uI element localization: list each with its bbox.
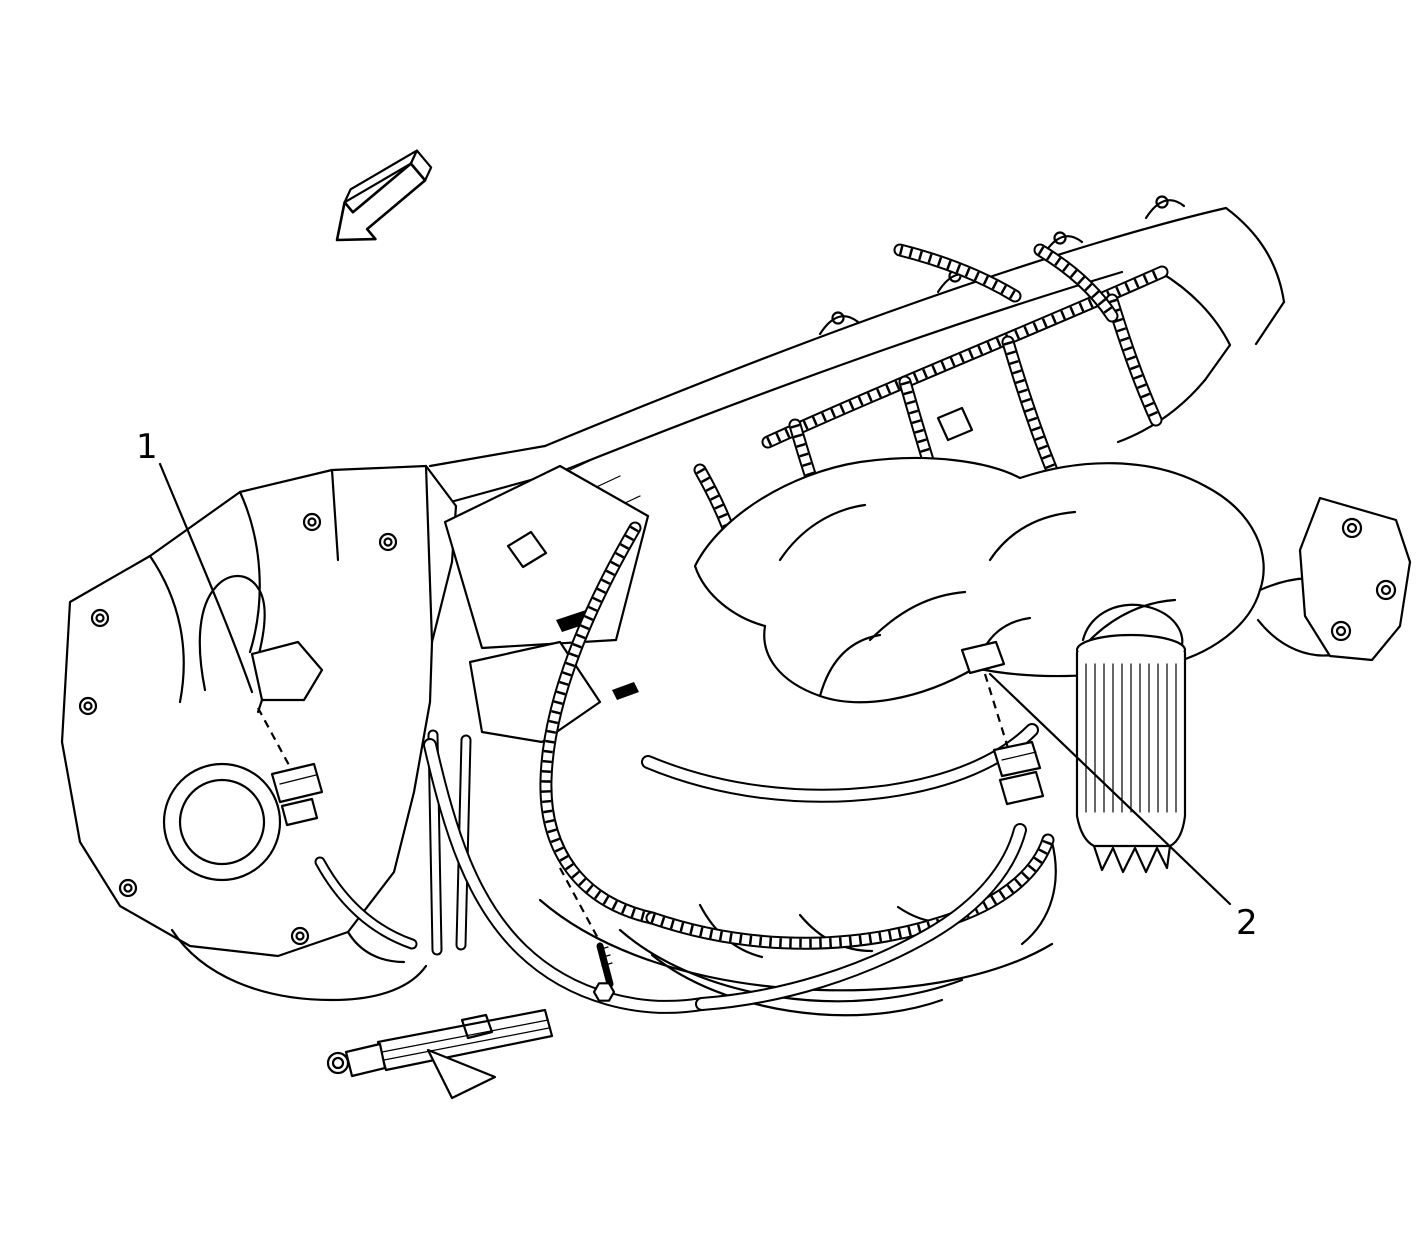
exhaust-manifold — [693, 406, 1348, 704]
pointer-wedge — [426, 1048, 497, 1100]
callout-1: 1 — [136, 427, 254, 694]
oil-filter — [1075, 603, 1187, 874]
oil-pan — [170, 928, 428, 1002]
crankshaft-seal — [162, 762, 282, 882]
exhaust-flange — [1298, 496, 1412, 662]
sensor-2-connector — [992, 740, 1045, 806]
callout-1-label: 1 — [136, 427, 158, 467]
view-direction-arrow — [335, 149, 433, 242]
sensor-bracket — [198, 574, 266, 692]
callout-2: 2 — [988, 672, 1258, 943]
timing-cover — [148, 554, 185, 704]
callout-1-leader — [158, 462, 254, 694]
filter-flutes — [1092, 844, 1172, 874]
coil-bolt — [1053, 231, 1067, 245]
coil-bolt — [1155, 195, 1169, 209]
manifold-boss — [936, 406, 974, 442]
fuel-line-fitting — [326, 1008, 554, 1100]
sensor-1-connector — [270, 762, 324, 827]
callout-2-label: 2 — [1236, 903, 1258, 943]
mounting-bolt — [592, 942, 616, 1002]
bolt-dashed-leader — [559, 867, 601, 943]
sensor-2 — [960, 640, 1045, 806]
callout-2-leader — [988, 672, 1232, 906]
mounting-brackets — [443, 464, 650, 744]
sensor-2-dashed-leader — [983, 673, 1010, 749]
sensor-1 — [250, 640, 324, 827]
coil-bolt — [831, 311, 845, 325]
